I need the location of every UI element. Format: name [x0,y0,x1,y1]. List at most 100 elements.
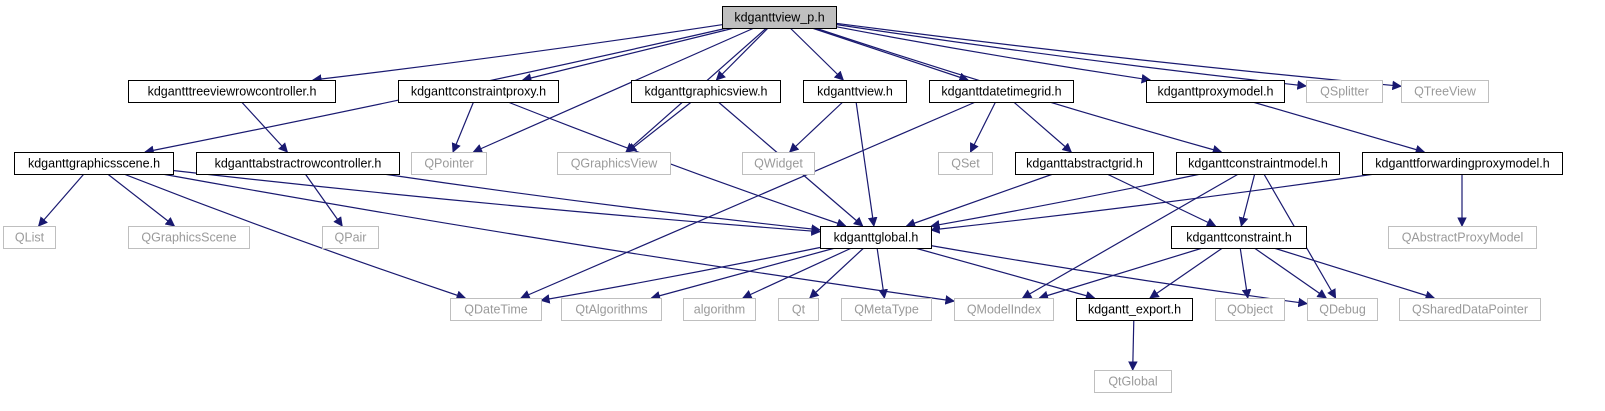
node-label-constraint: kdganttconstraint.h [1186,231,1292,245]
node-box-global [820,226,932,249]
edge-global-to-qt [809,247,865,299]
node-qdatetime: QDateTime [450,298,542,321]
node-abstractrowcontroller[interactable]: kdganttabstractrowcontroller.h [196,152,400,175]
node-proxymodel[interactable]: kdganttproxymodel.h [1146,80,1285,103]
edge-constraint-to-qmodelindex [1038,247,1203,301]
nodes-layer: kdganttview_p.h kdgantttreeviewrowcontrol… [3,6,1563,393]
edge-global-to-export [914,247,1096,301]
node-constraintproxy[interactable]: kdganttconstraintproxy.h [398,80,559,103]
node-box-qtreeview [1401,80,1489,103]
node-constraintmodel[interactable]: kdganttconstraintmodel.h [1176,152,1340,175]
node-label-qtglobal: QtGlobal [1108,375,1157,389]
edge-graphicsview_h-to-qgraphicsview [626,101,692,153]
node-label-qmetatype: QMetaType [854,303,919,317]
node-label-datetimegrid: kdganttdatetimegrid.h [941,85,1061,99]
edge-treeviewrowcontroller-to-abstractrowcontroller [241,101,289,153]
node-qshareddatapointer: QSharedDataPointer [1399,298,1541,321]
node-label-export: kdgantt_export.h [1088,303,1181,317]
node-label-qsplitter: QSplitter [1320,85,1369,99]
edge-constraint-to-qobject [1239,247,1252,299]
node-box-qwidget [742,152,815,175]
node-label-qshareddatapointer: QSharedDataPointer [1412,303,1528,317]
edge-constraint-to-qshareddatapointer [1273,247,1436,301]
edge-graphicsscene-to-qgraphicsscene [107,173,176,227]
edge-export-to-qtglobal [1128,319,1138,371]
edge-proxymodel-to-forwardingproxymodel [1252,101,1426,155]
node-box-abstractgrid [1015,152,1154,175]
node-box-constraintmodel [1176,152,1340,175]
node-box-qtalgorithms [561,298,662,321]
node-box-qdatetime [450,298,542,321]
node-algorithm: algorithm [683,298,756,321]
node-box-qpair [322,226,379,249]
node-root[interactable]: kdganttview_p.h [722,6,837,29]
node-label-qmodelindex: QModelIndex [967,303,1042,317]
node-qmetatype: QMetaType [841,298,932,321]
edge-constraint-to-qdebug [1253,247,1327,299]
edge-graphicsscene-to-qlist [37,173,85,227]
node-box-qt [778,298,819,321]
node-box-algorithm [683,298,756,321]
node-qwidget: QWidget [742,152,815,175]
node-box-constraintproxy [398,80,559,103]
edge-constraintmodel-to-global [930,173,1201,230]
node-box-qlist [3,226,56,249]
edge-constraint-to-export [1149,247,1223,299]
node-label-qobject: QObject [1227,303,1273,317]
node-label-qabstractproxymodel: QAbstractProxyModel [1402,231,1524,245]
node-graphicsview_h[interactable]: kdganttgraphicsview.h [631,80,781,103]
node-box-qgraphicsscene [128,226,250,249]
edge-global-to-qdebug [930,245,1308,308]
edge-forwardingproxymodel-to-global [930,173,1375,234]
node-forwardingproxymodel[interactable]: kdganttforwardingproxymodel.h [1362,152,1563,175]
node-box-datetimegrid [929,80,1074,103]
edge-global-to-qdatetime [540,246,821,304]
node-box-qset [938,152,993,175]
edge-constraintproxy-to-qpointer [451,101,475,153]
node-datetimegrid[interactable]: kdganttdatetimegrid.h [929,80,1074,103]
node-view_h[interactable]: kdganttview.h [803,80,907,103]
node-label-qwidget: QWidget [754,157,803,171]
node-constraint[interactable]: kdganttconstraint.h [1171,226,1307,249]
node-box-qpointer [411,152,487,175]
node-abstractgrid[interactable]: kdganttabstractgrid.h [1015,152,1154,175]
edge-global-to-qmetatype [876,247,888,299]
node-box-forwardingproxymodel [1362,152,1563,175]
edge-abstractgrid-to-global [905,173,1054,228]
edge-root-to-constraintproxy [521,27,735,83]
node-qt: Qt [778,298,819,321]
node-box-graphicsview_h [631,80,781,103]
node-label-qt: Qt [792,303,806,317]
node-label-qpair: QPair [335,231,367,245]
node-graphicsscene[interactable]: kdganttgraphicsscene.h [14,152,174,175]
edge-root-to-qtreeview [835,22,1402,91]
node-box-qobject [1215,298,1285,321]
edge-constraintproxy-to-global [507,101,847,228]
edge-global-to-algorithm [742,247,852,299]
node-label-qset: QSet [951,157,980,171]
node-label-qdebug: QDebug [1319,303,1366,317]
node-qobject: QObject [1215,298,1285,321]
node-label-qgraphicsscene: QGraphicsScene [141,231,236,245]
node-qsplitter: QSplitter [1306,80,1383,103]
node-label-graphicsscene: kdganttgraphicsscene.h [28,157,160,171]
node-box-qmodelindex [954,298,1054,321]
node-treeviewrowcontroller[interactable]: kdgantttreeviewrowcontroller.h [128,80,336,103]
node-box-qshareddatapointer [1399,298,1541,321]
node-export[interactable]: kdgantt_export.h [1076,298,1193,321]
edge-global-to-qtalgorithms [650,247,836,301]
edge-datetimegrid-to-qset [969,101,997,153]
node-box-qabstractproxymodel [1388,226,1537,249]
node-qdebug: QDebug [1307,298,1378,321]
edge-constraintmodel-to-qmodelindex [1021,173,1239,299]
node-box-export [1076,298,1193,321]
edge-view_h-to-global [855,101,878,227]
node-global[interactable]: kdganttglobal.h [820,226,932,249]
edge-graphicsscene-to-global [172,169,821,236]
edge-abstractrowcontroller-to-global [383,173,821,234]
node-qgraphicsview: QGraphicsView [557,152,671,175]
node-label-root: kdganttview_p.h [734,11,824,25]
edge-root-to-graphicsview_h [715,27,769,81]
node-box-qgraphicsview [557,152,671,175]
